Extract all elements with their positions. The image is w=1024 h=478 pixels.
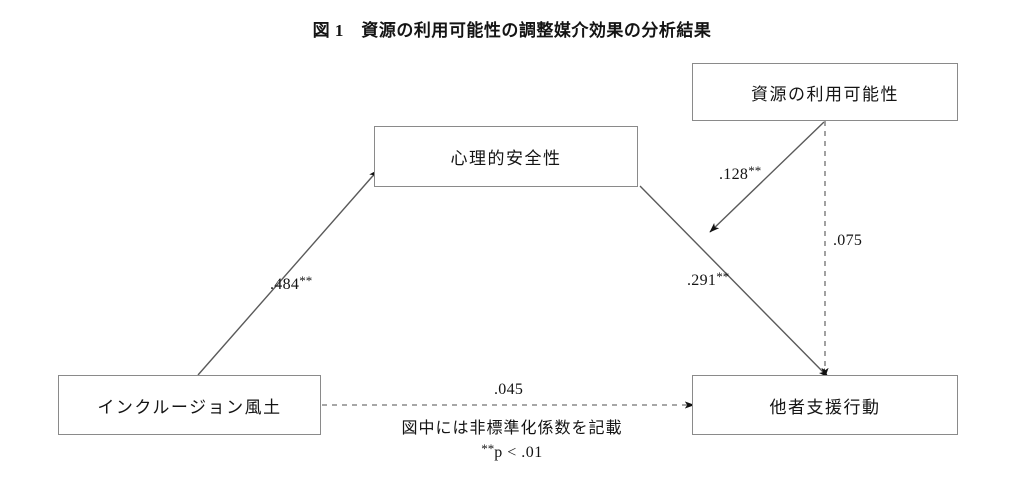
path-significance-marker: ** <box>299 273 313 288</box>
path-line-moderator-to-path <box>709 121 825 233</box>
path-significance-marker: ** <box>716 269 730 284</box>
node-box-predictor[interactable]: インクルージョン風土 <box>58 375 321 435</box>
path-coefficient-value: .291 <box>687 272 717 290</box>
path-label-moderator-to-path: .128** <box>719 163 761 184</box>
note-significance: **p < .01 <box>0 441 1024 462</box>
page-title: 図 1 資源の利用可能性の調整媒介効果の分析結果 <box>312 21 712 40</box>
path-coefficient-value: .075 <box>833 232 863 249</box>
node-label-predictor: インクルージョン風土 <box>97 397 282 417</box>
node-box-outcome[interactable]: 他者支援行動 <box>692 375 958 435</box>
node-box-moderator[interactable]: 資源の利用可能性 <box>692 63 958 121</box>
node-label-outcome: 他者支援行動 <box>769 397 881 417</box>
path-coefficient-value: .128 <box>719 166 749 184</box>
path-label-predictor-to-outcome: .045 <box>494 381 523 399</box>
path-line-predictor-to-mediator <box>197 169 379 376</box>
note-significance-marker: ** <box>481 441 495 456</box>
note-coefficient: 図中には非標準化係数を記載 <box>401 420 623 437</box>
node-box-mediator[interactable]: 心理的安全性 <box>374 126 638 187</box>
path-coefficient-value: .045 <box>494 381 524 398</box>
node-label-mediator: 心理的安全性 <box>450 149 562 168</box>
path-line-mediator-to-outcome <box>639 185 829 378</box>
path-label-moderator-to-outcome: .075 <box>833 232 862 250</box>
node-label-moderator: 資源の利用可能性 <box>751 84 899 104</box>
path-label-predictor-to-mediator: .484** <box>270 273 312 294</box>
path-coefficient-value: .484 <box>270 276 300 294</box>
note-significance-text: p < .01 <box>494 444 543 462</box>
path-label-mediator-to-outcome: .291** <box>687 269 729 290</box>
path-significance-marker: ** <box>748 163 762 178</box>
